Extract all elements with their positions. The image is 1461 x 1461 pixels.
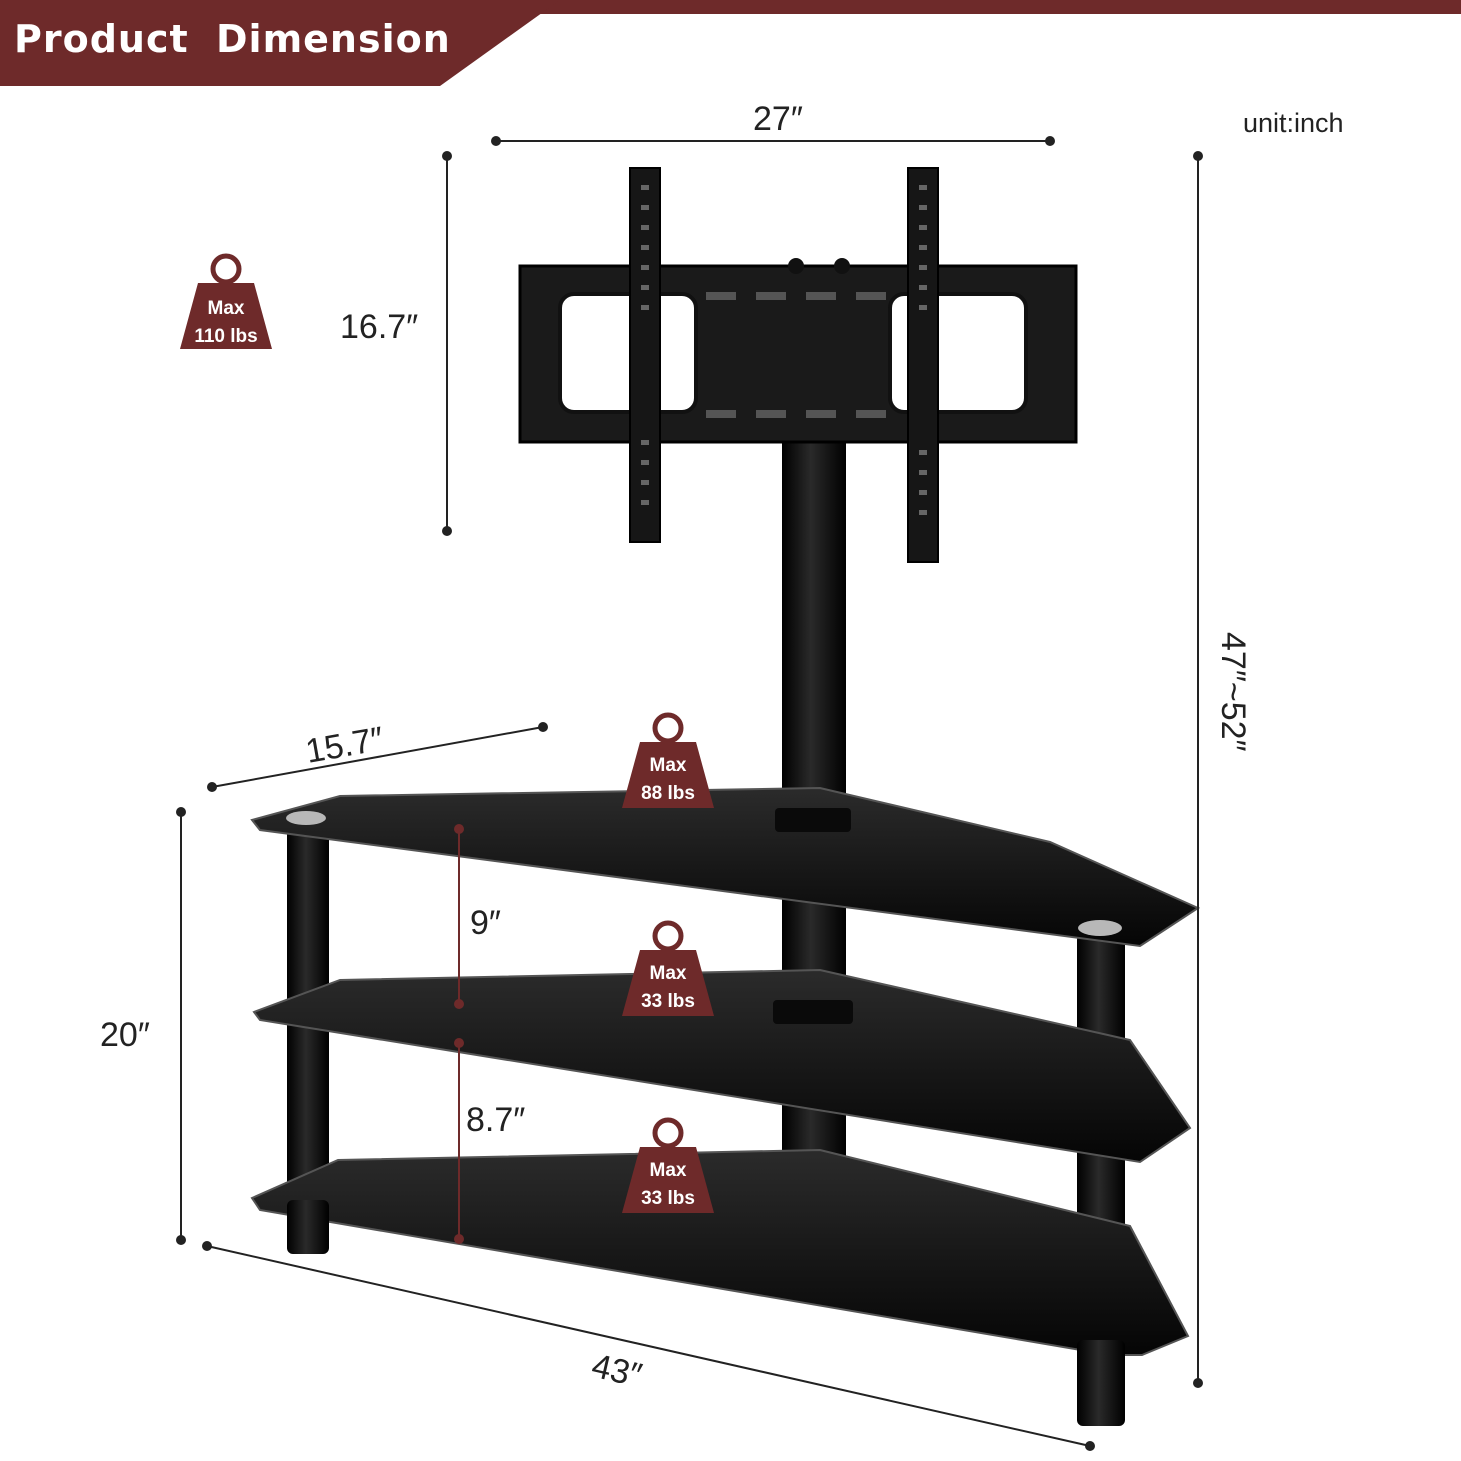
bottom-shelf bbox=[250, 1148, 1190, 1356]
load-badge-middle-line1: Max bbox=[650, 963, 687, 984]
load-badge-top-line2: 88 lbs bbox=[641, 783, 695, 804]
load-badge-mount-line2: 110 lbs bbox=[194, 326, 257, 347]
load-badge-top-shelf: Max 88 lbs bbox=[622, 715, 714, 808]
dim-gap-top: 9″ bbox=[470, 904, 501, 942]
middle-shelf bbox=[252, 968, 1192, 1164]
dim-mount-width: 27″ bbox=[753, 100, 803, 138]
dim-gap-bottom: 8.7″ bbox=[466, 1101, 525, 1139]
load-badge-mount: Max 110 lbs bbox=[180, 256, 272, 349]
tv-stand-illustration bbox=[250, 167, 1201, 1426]
dim-mount-height: 16.7″ bbox=[340, 308, 418, 346]
load-badge-bottom-line2: 33 lbs bbox=[641, 1188, 695, 1209]
dim-stand-height: 20″ bbox=[100, 1016, 150, 1054]
unit-label: unit:inch bbox=[1243, 108, 1344, 138]
load-badge-bottom-shelf: Max 33 lbs bbox=[622, 1120, 714, 1213]
header-title-dimension: Dimension bbox=[216, 17, 451, 61]
top-shelf bbox=[250, 786, 1201, 948]
load-badge-middle-line2: 33 lbs bbox=[641, 991, 695, 1012]
load-badge-mount-line1: Max bbox=[208, 298, 245, 319]
dimension-lines bbox=[176, 136, 1203, 1451]
header-title-product: Product bbox=[14, 17, 189, 61]
dim-total-height: 47″~52″ bbox=[1214, 632, 1252, 752]
dim-depth: 15.7″ bbox=[303, 720, 387, 771]
load-badge-middle-shelf: Max 33 lbs bbox=[622, 923, 714, 1016]
load-badge-bottom-line1: Max bbox=[650, 1160, 687, 1181]
front-left-leg bbox=[287, 818, 329, 1252]
shelf-gap-lines bbox=[454, 824, 464, 1244]
load-badge-top-line1: Max bbox=[650, 755, 687, 776]
tv-mount-bracket bbox=[518, 167, 1078, 563]
dim-stand-width: 43″ bbox=[588, 1347, 645, 1395]
header-banner: Product Dimension bbox=[0, 0, 1461, 86]
